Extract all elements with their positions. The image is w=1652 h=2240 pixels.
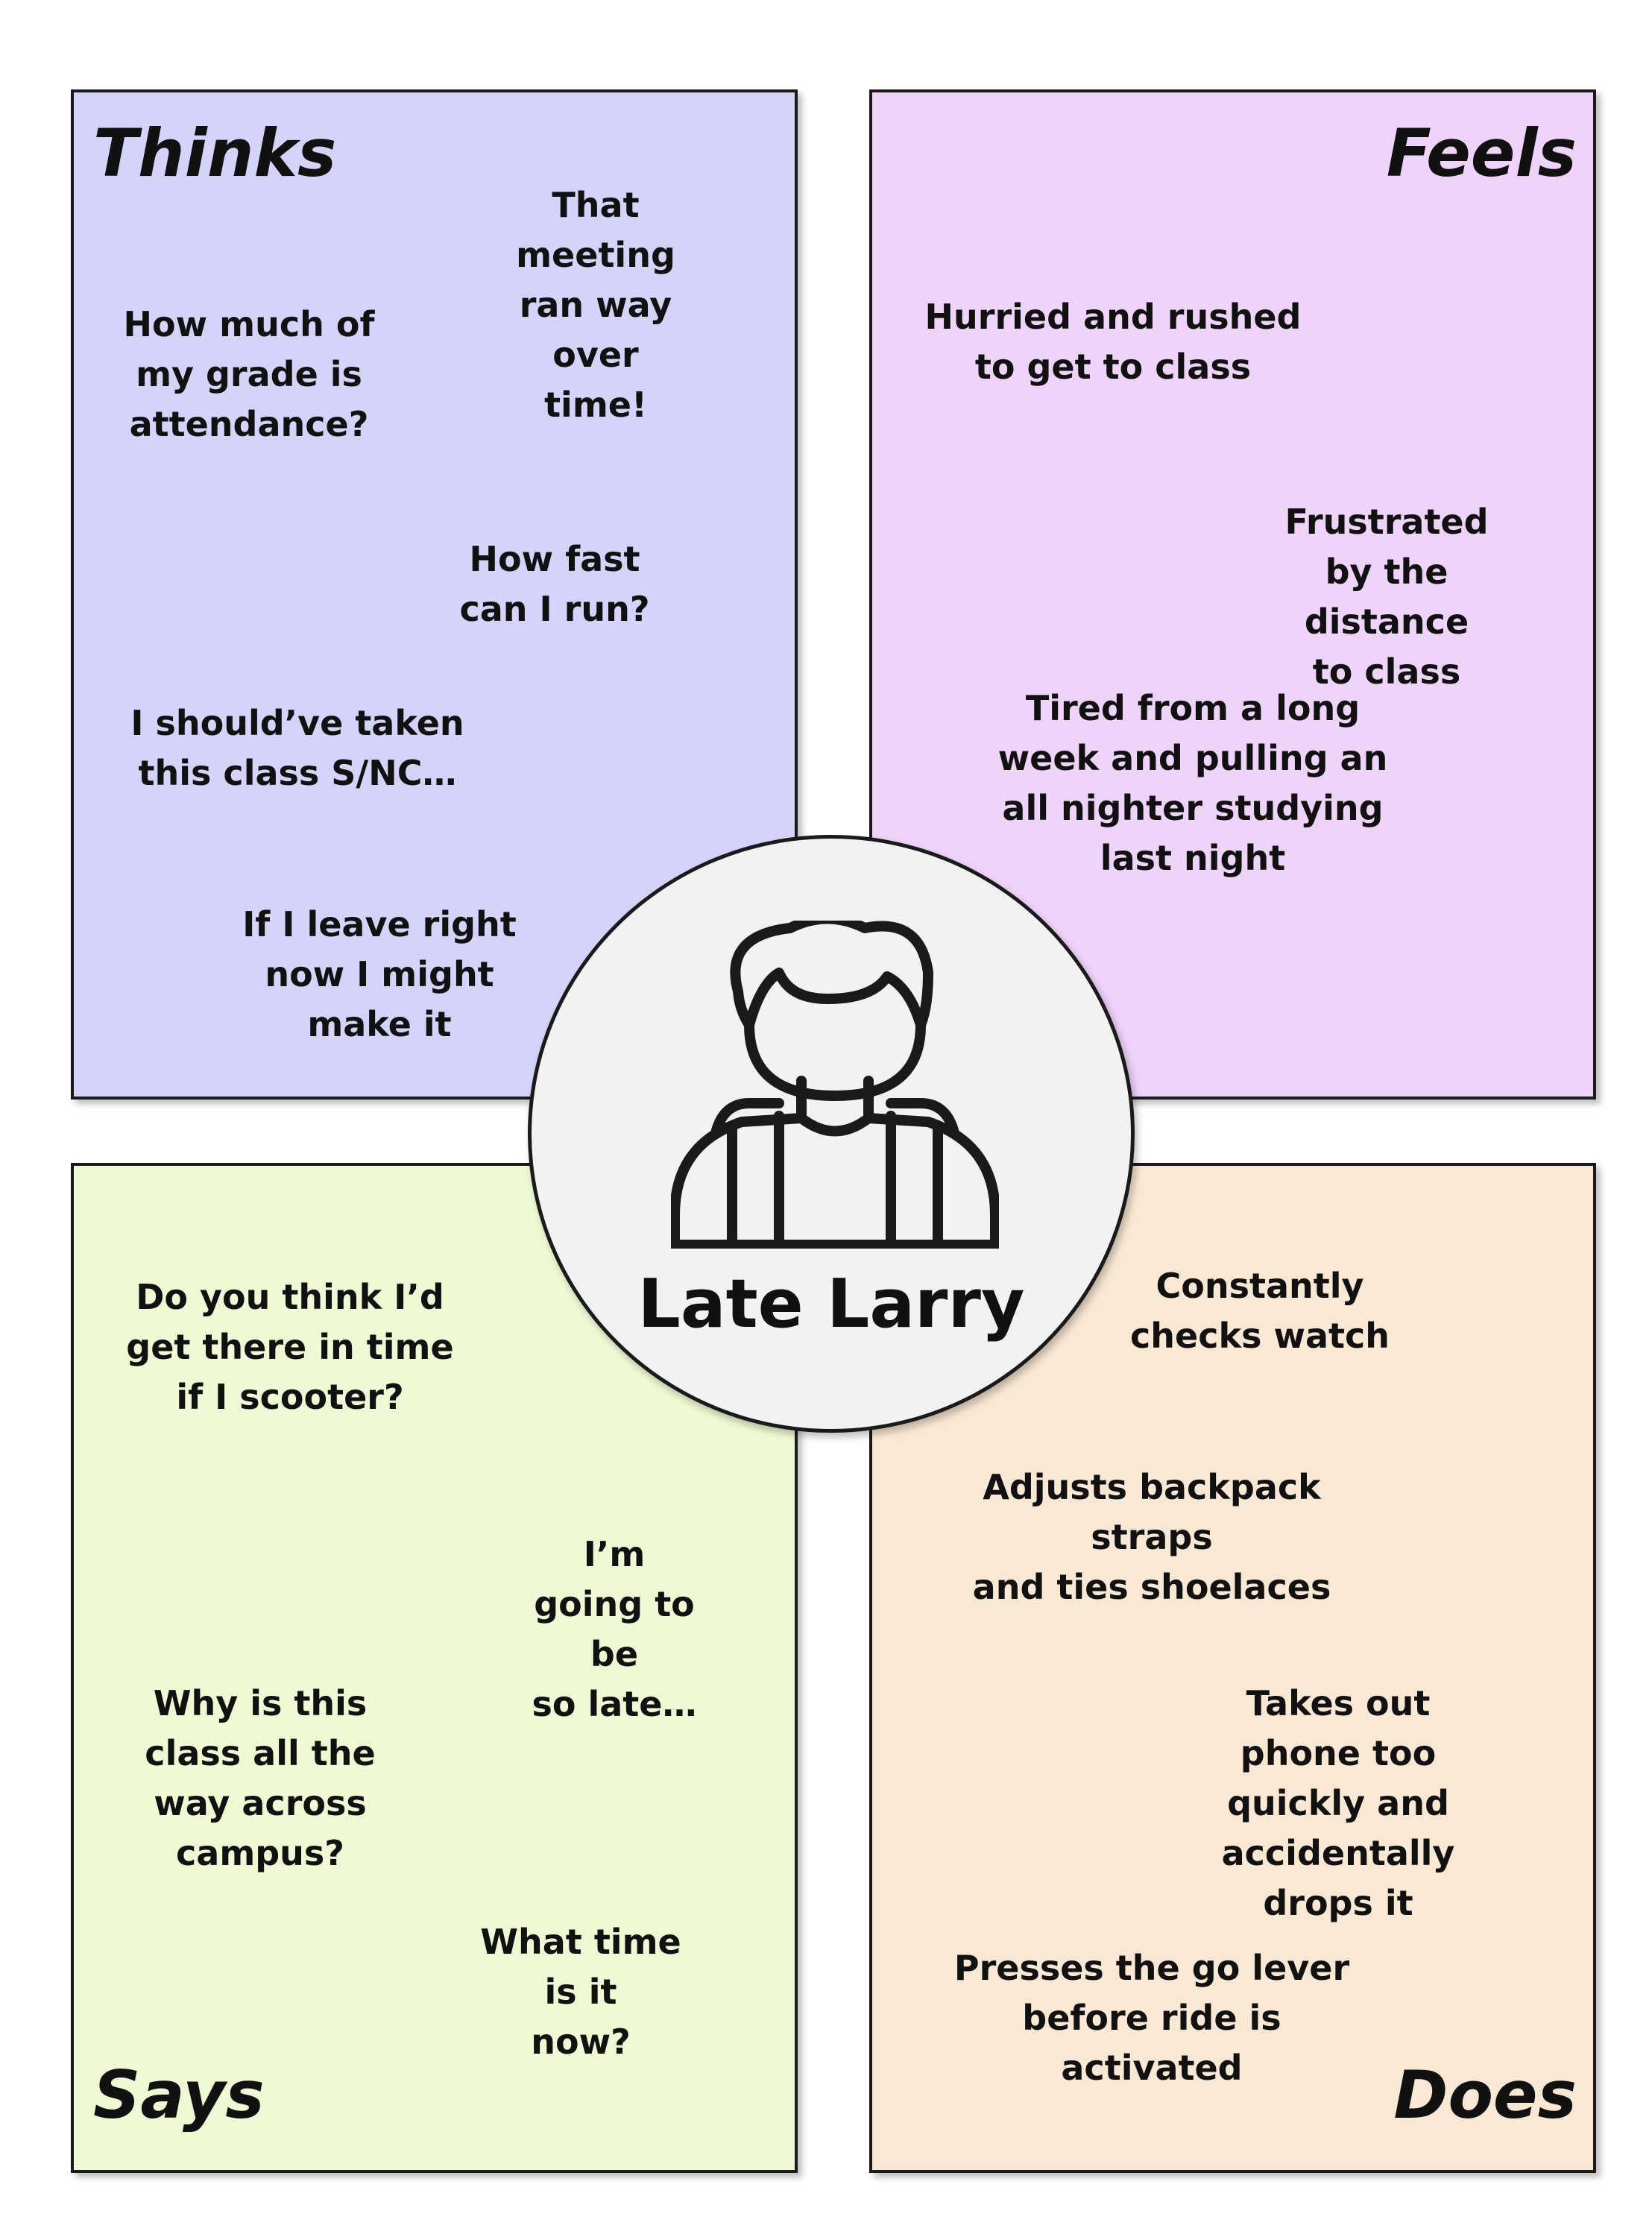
thinks-note-3: How fast can I run? xyxy=(459,539,650,629)
says-note-1: Do you think I’d get there in time if I … xyxy=(126,1277,454,1417)
thinks-note-1: That meeting ran way over time! xyxy=(516,185,675,425)
says-note-2: I’m going to be so late… xyxy=(532,1534,697,1724)
does-title: Does xyxy=(1393,2057,1577,2133)
does-note-1: Constantly checks watch xyxy=(1129,1266,1390,1356)
says-quadrant: Says Do you think I’d get there in time … xyxy=(71,1163,798,2173)
thinks-note-2: How much of my grade is attendance? xyxy=(123,304,375,444)
thinks-note-4: I should’ve taken this class S/NC… xyxy=(130,703,464,793)
does-note-2: Adjusts backpack straps and ties shoelac… xyxy=(972,1467,1331,1607)
says-note-4: What time is it now? xyxy=(480,1922,681,2062)
feels-quadrant: Feels Hurried and rushed to get to class… xyxy=(869,89,1596,1100)
does-note-3: Takes out phone too quickly and accident… xyxy=(1221,1683,1455,1923)
persona-name: Late Larry xyxy=(637,1265,1025,1343)
student-avatar-icon xyxy=(671,921,999,1249)
thinks-title: Thinks xyxy=(93,115,337,192)
persona-circle: Late Larry xyxy=(528,835,1135,1433)
says-title: Says xyxy=(93,2057,265,2133)
feels-note-2: Frustrated by the distance to class xyxy=(1284,502,1489,692)
does-note-4: Presses the go lever before ride is acti… xyxy=(953,1948,1350,2088)
says-note-3: Why is this class all the way across cam… xyxy=(145,1683,376,1873)
feels-note-1: Hurried and rushed to get to class xyxy=(924,297,1302,387)
feels-note-3: Tired from a long week and pulling an al… xyxy=(997,688,1388,878)
thinks-quadrant: Thinks That meeting ran way over time! H… xyxy=(71,89,798,1100)
feels-title: Feels xyxy=(1386,115,1577,192)
thinks-note-5: If I leave right now I might make it xyxy=(242,904,517,1044)
